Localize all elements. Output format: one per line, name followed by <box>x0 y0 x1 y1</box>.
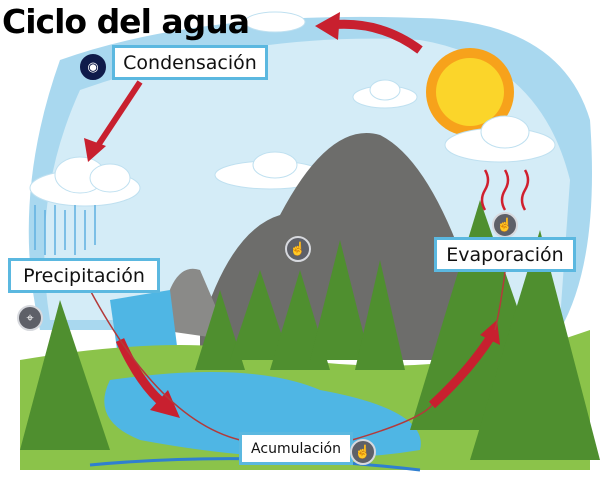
trees <box>20 200 600 460</box>
label-accumulation[interactable]: Acumulación <box>239 432 353 465</box>
cloud-icon <box>29 11 556 207</box>
hand-pointer-icon[interactable]: ☝ <box>285 236 311 262</box>
label-evaporation[interactable]: Evaporación <box>434 237 576 272</box>
label-condensation[interactable]: Condensación <box>112 45 268 80</box>
page-title: Ciclo del agua <box>2 2 250 41</box>
hand-pointer-icon[interactable]: ☝ <box>350 439 376 465</box>
cycle-arrows <box>84 12 506 441</box>
hand-pointer-icon[interactable]: ☝ <box>492 212 518 238</box>
label-precipitation[interactable]: Precipitación <box>8 258 160 293</box>
evaporation-waves <box>480 169 530 211</box>
eye-icon[interactable]: ◉ <box>80 54 106 80</box>
location-pin-icon[interactable]: ⌖ <box>17 305 43 331</box>
sun-icon <box>426 48 514 136</box>
rain <box>34 205 96 255</box>
